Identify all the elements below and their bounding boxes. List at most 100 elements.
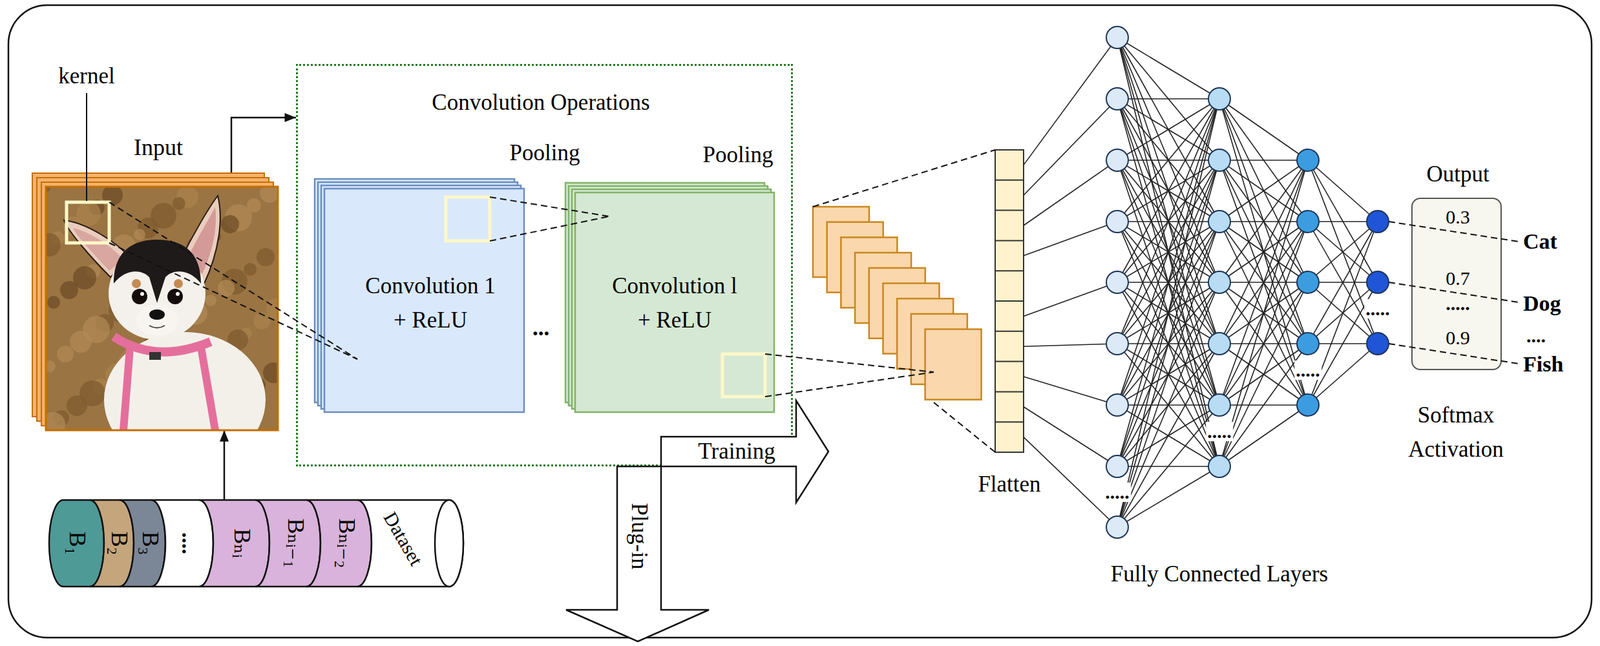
carpet-blotch bbox=[73, 266, 97, 290]
dense-connection bbox=[1307, 343, 1378, 345]
carpet-blotch bbox=[259, 186, 278, 203]
dense-connection bbox=[1219, 282, 1308, 406]
dense-connection bbox=[1219, 160, 1308, 406]
node-text: B₃ bbox=[135, 531, 164, 556]
carpet-blotch bbox=[102, 186, 123, 206]
node-text: Output bbox=[1426, 160, 1489, 189]
dense-connection bbox=[1117, 160, 1220, 467]
node-shape bbox=[995, 149, 1024, 453]
dense-connection bbox=[1117, 160, 1220, 344]
neuron bbox=[1296, 271, 1319, 294]
dense-connection bbox=[1219, 221, 1308, 406]
dense-connection bbox=[1219, 405, 1308, 467]
label-holder: .... bbox=[1526, 324, 1546, 348]
free-label: Pooling bbox=[703, 141, 774, 169]
dense-connection bbox=[1117, 465, 1220, 468]
flatten-cell-divider bbox=[995, 270, 1024, 272]
dense-connection bbox=[1117, 98, 1220, 222]
neuron bbox=[1208, 210, 1231, 233]
dense-connection bbox=[1117, 160, 1220, 528]
neuron bbox=[1208, 149, 1231, 172]
dense-connection bbox=[1219, 221, 1308, 344]
dense-connection bbox=[1117, 405, 1220, 467]
dense-connection bbox=[1117, 160, 1220, 222]
pooled-feature-map bbox=[925, 329, 982, 400]
label-holder: Pooling bbox=[509, 139, 581, 167]
dense-connection bbox=[1219, 221, 1308, 406]
dense-connection bbox=[1023, 98, 1118, 196]
dense-connection bbox=[1219, 221, 1308, 283]
dense-connection bbox=[1023, 282, 1118, 316]
label-holder: Softmax Activation bbox=[1384, 398, 1527, 467]
dense-connection bbox=[1307, 221, 1378, 283]
label-holder: Cat bbox=[1523, 228, 1558, 256]
dense-connection bbox=[1117, 221, 1220, 406]
dense-connection bbox=[1219, 221, 1308, 223]
dense-connection bbox=[1307, 282, 1378, 406]
neuron bbox=[1106, 149, 1129, 172]
harness bbox=[200, 347, 216, 431]
carpet-blotch bbox=[133, 228, 146, 241]
text-holder: ..... bbox=[1445, 292, 1471, 316]
block-arrow bbox=[661, 400, 829, 503]
neuron bbox=[1106, 455, 1129, 478]
text-holder: 0.3 bbox=[1445, 205, 1471, 229]
dense-connection bbox=[1117, 98, 1220, 406]
node-text: Bₙᵢ bbox=[227, 528, 256, 558]
dense-connection bbox=[1219, 221, 1308, 467]
carpet-blotch bbox=[45, 412, 66, 431]
dense-connection bbox=[1117, 282, 1220, 467]
dense-connection bbox=[1117, 160, 1220, 406]
label-holder: ..... bbox=[1205, 421, 1233, 442]
free-label: .... bbox=[1526, 324, 1546, 348]
class-leader bbox=[1388, 343, 1519, 364]
dense-connection bbox=[1219, 159, 1308, 161]
feature-map-layer bbox=[324, 188, 525, 413]
dense-connection bbox=[1219, 160, 1308, 344]
text-holder: Plug-in bbox=[625, 502, 653, 570]
carpet-blotch bbox=[76, 201, 101, 227]
dense-connection bbox=[1023, 407, 1118, 467]
dense-connection bbox=[1219, 282, 1308, 406]
dense-connection bbox=[1117, 98, 1220, 161]
dense-connection bbox=[1219, 160, 1308, 283]
node-text: B₁ bbox=[62, 531, 91, 556]
dense-connection bbox=[1117, 221, 1220, 467]
carpet-blotch bbox=[204, 294, 217, 307]
pooled-feature-map bbox=[911, 314, 968, 385]
conv-layer-box: Convolution l + ReLU bbox=[565, 182, 775, 413]
dense-connection bbox=[1307, 282, 1378, 344]
dense-connection bbox=[1117, 282, 1220, 467]
text-holder: Bₙᵢ₋₁ bbox=[281, 518, 309, 569]
flow-arrow bbox=[231, 117, 296, 174]
dog-eye bbox=[167, 288, 183, 305]
neuron bbox=[1208, 455, 1231, 478]
dense-connection bbox=[1117, 221, 1220, 528]
dense-connection bbox=[1219, 160, 1308, 222]
text-holder: Convolution Operations bbox=[431, 89, 650, 117]
dense-connection bbox=[1219, 160, 1308, 467]
dense-connection bbox=[1117, 282, 1220, 344]
dense-connection bbox=[1219, 160, 1308, 283]
dense-connection bbox=[1219, 343, 1308, 406]
node-text: 0.3 bbox=[1445, 205, 1471, 229]
carpet-blotch bbox=[221, 215, 240, 234]
dense-connection bbox=[1117, 37, 1220, 344]
pooled-feature-map bbox=[812, 206, 870, 278]
dense-connection bbox=[1117, 160, 1220, 344]
pooled-feature-map bbox=[827, 222, 884, 293]
node-text: B₂ bbox=[104, 531, 133, 556]
dense-connection bbox=[1117, 221, 1220, 223]
dense-connection bbox=[1117, 282, 1220, 406]
label-holder: ... bbox=[532, 314, 550, 342]
text-holder: Output bbox=[1426, 160, 1489, 189]
node-text: .... bbox=[176, 532, 203, 555]
free-label: ..... bbox=[1294, 360, 1322, 380]
dense-connection bbox=[1307, 160, 1378, 344]
neuron bbox=[1366, 332, 1389, 355]
node-text: Training bbox=[697, 438, 775, 466]
pooled-feature-map bbox=[854, 252, 912, 324]
dense-connection bbox=[1117, 405, 1220, 467]
dense-connection bbox=[1307, 221, 1378, 344]
projection-line bbox=[489, 216, 610, 242]
